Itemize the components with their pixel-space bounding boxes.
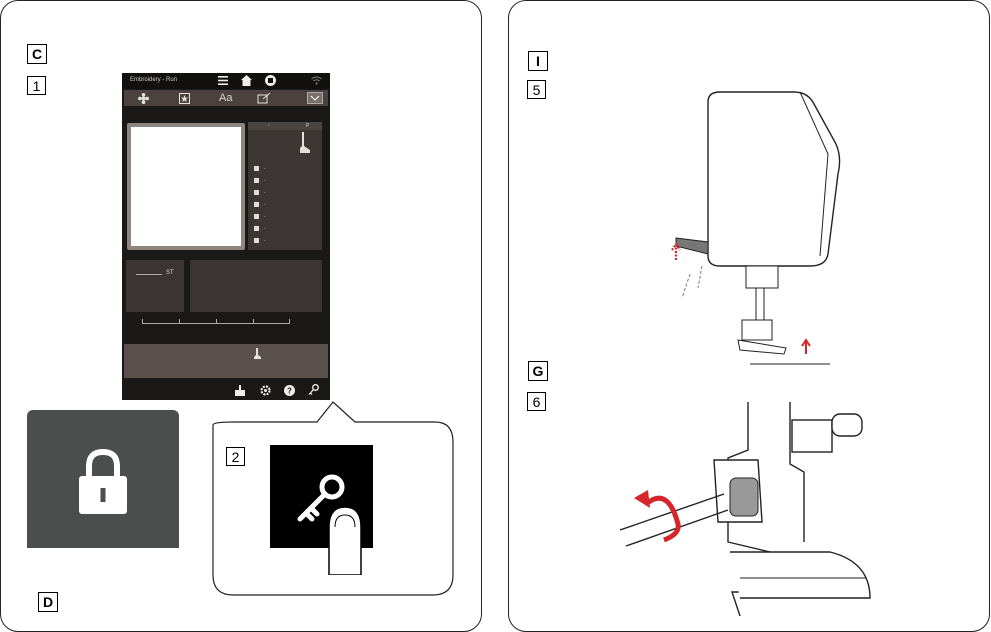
section-label-c: C	[27, 44, 47, 64]
device-screen: Embroidery - Run Aa - P - - - - - - - ST	[122, 73, 330, 400]
menu-icon[interactable]	[218, 76, 228, 85]
presser-foot-icon	[300, 132, 310, 153]
st-label: ST	[166, 270, 174, 276]
step-label-6: 6	[527, 392, 546, 411]
info-header-right: P	[306, 123, 310, 129]
wifi-icon	[311, 76, 322, 85]
hoop-icon[interactable]	[257, 92, 271, 104]
step-label-5: 5	[527, 80, 546, 99]
text-icon[interactable]: Aa	[219, 92, 233, 104]
hoop-preview	[127, 123, 245, 250]
gear-icon[interactable]	[260, 385, 271, 396]
lock-panel	[27, 410, 179, 548]
padlock-icon	[79, 448, 127, 514]
status-bar: Embroidery - Run	[122, 73, 330, 89]
section-label-d: D	[38, 592, 58, 612]
presser-foot-screwdriver-illustration	[620, 402, 871, 616]
info-row-1: -	[264, 166, 266, 172]
action-bar	[124, 344, 328, 378]
status-title: Embroidery - Run	[130, 77, 178, 83]
key-icon-large	[297, 474, 345, 522]
bobbin-icon[interactable]	[235, 385, 245, 396]
key-icon[interactable]	[308, 384, 319, 396]
step-label-1: 1	[27, 76, 46, 95]
info-panel: - P - - - - - - -	[248, 122, 322, 250]
flower-icon[interactable]	[138, 93, 149, 104]
info-row-2: -	[264, 178, 266, 184]
home-icon[interactable]	[241, 75, 252, 86]
svg-text:?: ?	[287, 387, 292, 396]
key-panel	[270, 445, 373, 575]
presser-foot-small-icon[interactable]	[253, 348, 262, 360]
info-row-4: -	[264, 202, 266, 208]
section-label-g: G	[528, 361, 548, 381]
toolbar: Aa	[124, 90, 328, 106]
section-label-i: I	[528, 51, 548, 71]
info-row-5: -	[264, 214, 266, 220]
info-row-3: -	[264, 190, 266, 196]
sewing-machine-head-illustration	[671, 91, 841, 365]
star-icon[interactable]	[179, 93, 190, 104]
stop-icon[interactable]	[265, 75, 276, 86]
help-icon[interactable]: ?	[284, 385, 295, 396]
info-row-6: -	[264, 226, 266, 232]
info-header-left: -	[268, 123, 270, 129]
message-box	[190, 260, 322, 312]
step-label-2: 2	[226, 447, 245, 466]
chevron-down-icon[interactable]	[307, 92, 323, 104]
fingertip-image	[328, 506, 362, 575]
info-row-7: -	[264, 238, 266, 244]
stitch-box: ST	[126, 260, 184, 312]
